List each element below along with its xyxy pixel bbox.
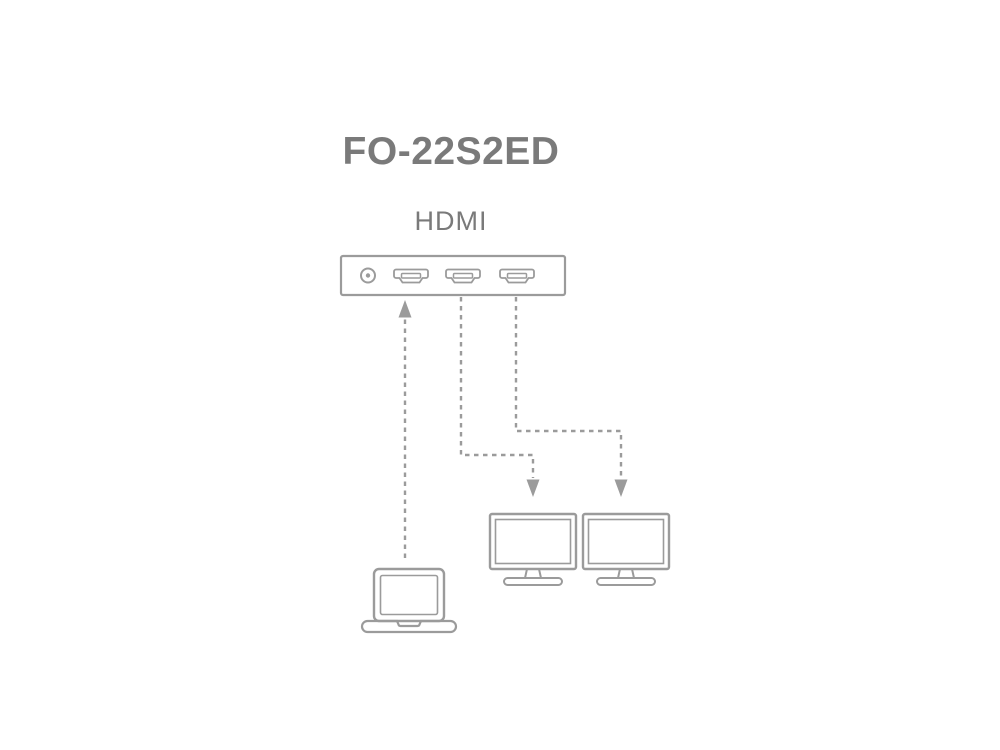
product-title: FO-22S2ED <box>342 130 560 173</box>
monitor-2-icon <box>581 512 671 587</box>
power-port-icon <box>360 267 376 284</box>
arrow-laptop-to-switch <box>398 300 412 558</box>
arrow-switch-to-monitor-1 <box>459 297 540 497</box>
hdmi-switch-box <box>339 254 567 297</box>
laptop-screen <box>372 567 446 623</box>
laptop-base <box>360 619 458 634</box>
arrow-down-icon <box>614 479 628 497</box>
laptop-icon <box>360 567 458 634</box>
monitor-1-icon <box>488 512 578 587</box>
hdmi-label: HDMI <box>414 206 488 236</box>
arrow-switch-to-monitor-2 <box>514 297 628 497</box>
arrow-down-icon <box>526 479 540 497</box>
arrow-up-icon <box>398 300 412 318</box>
laptop-screen-inner <box>379 574 439 616</box>
